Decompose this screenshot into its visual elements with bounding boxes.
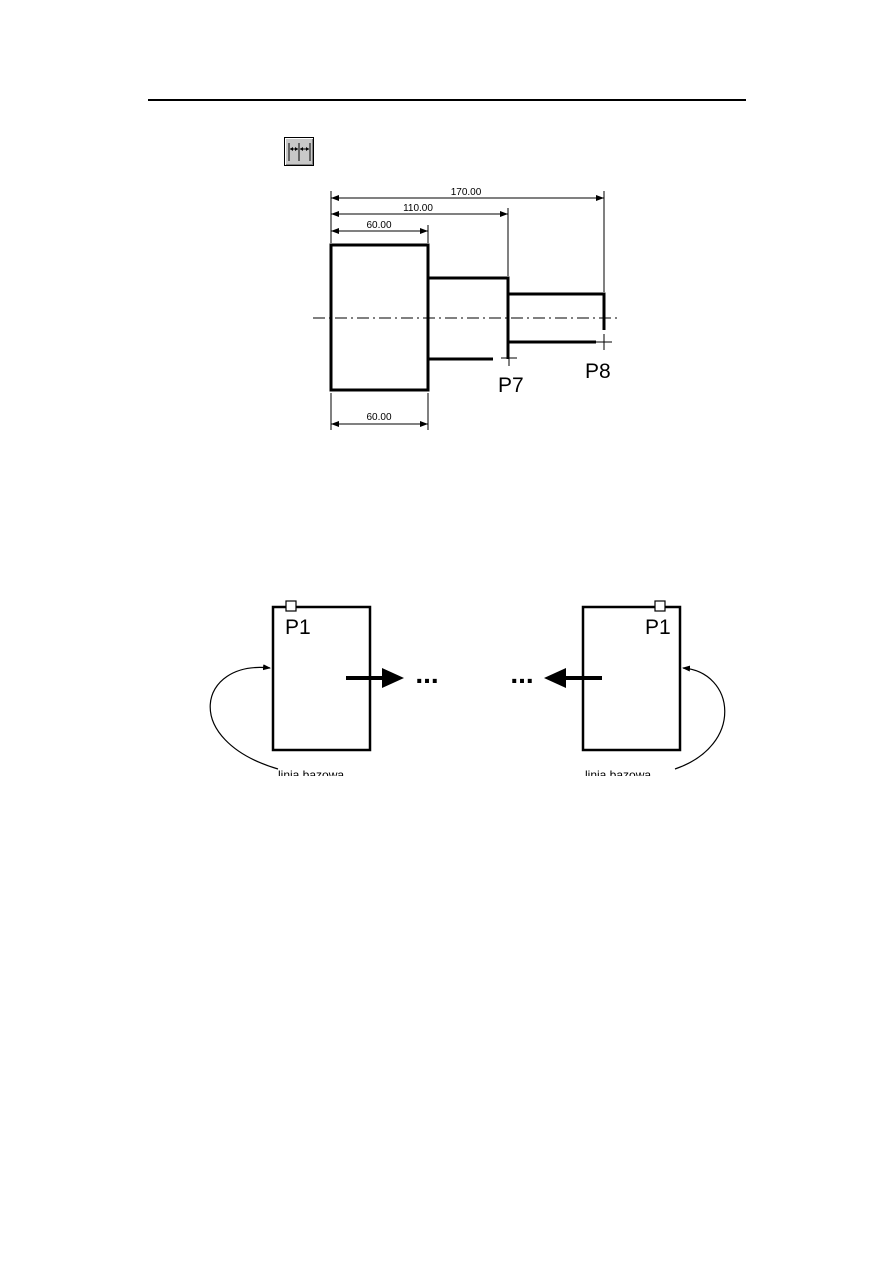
p7-label: P7 (498, 374, 524, 397)
grip-square-right (654, 600, 666, 612)
linear-dimension-baseline-icon (288, 143, 311, 161)
page-clip-mask (150, 776, 800, 816)
baseline-dimension-button[interactable] (284, 137, 314, 166)
ellipsis-left: ... (415, 658, 438, 689)
arrow-right-icon (382, 668, 404, 688)
p8-marker (596, 334, 612, 350)
ellipsis-right: ... (510, 658, 533, 689)
p8-label: P8 (585, 360, 611, 383)
dim-text-60-top: 60.00 (366, 220, 391, 231)
p7-marker (501, 350, 517, 366)
header-rule (148, 99, 746, 101)
arrow-left-icon (544, 668, 566, 688)
dim-text-170: 170.00 (451, 187, 482, 198)
shaft-outline (329, 243, 606, 392)
direction-diagram-right: P1 ... linia bazowa (510, 600, 726, 782)
dim-text-60-bottom: 60.00 (366, 412, 391, 423)
p1-label-left: P1 (285, 616, 311, 639)
curved-arrow-left (209, 664, 279, 770)
direction-diagram-left: P1 ... linia bazowa (209, 600, 439, 782)
curved-arrow-right (674, 665, 726, 770)
p1-label-right: P1 (645, 616, 671, 639)
dim-text-110: 110.00 (403, 203, 433, 214)
grip-square-left (285, 600, 297, 612)
shaft-drawing: 170.00 110.00 60.00 60.00 P7 P8 (313, 187, 617, 430)
